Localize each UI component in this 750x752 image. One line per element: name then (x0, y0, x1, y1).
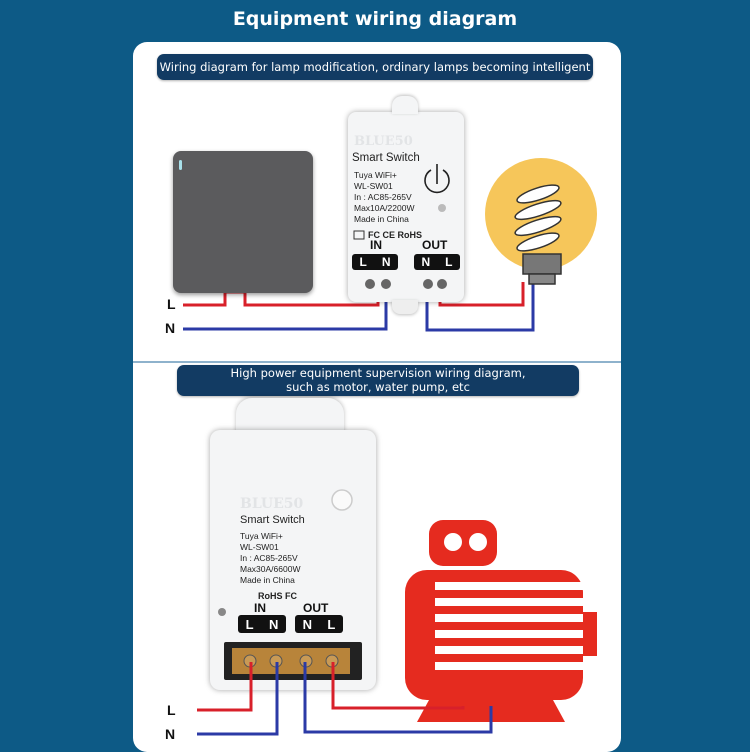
page-title: Equipment wiring diagram (232, 8, 518, 30)
out-terminal-l: L (445, 255, 453, 269)
large-device-name: Smart Switch (240, 514, 305, 526)
wire-label-n: N (165, 320, 176, 336)
large-device-graphics (218, 489, 353, 616)
large-device-model: WL-SW01 (240, 542, 279, 552)
light-bulb (485, 158, 597, 285)
large-in-terminal-block: L N (238, 615, 286, 633)
section2-caption-line2: such as motor, water pump, etc (286, 380, 470, 394)
switch-indicator-light (179, 160, 182, 170)
mount-tab-top (392, 96, 418, 114)
terminal-screws (365, 279, 447, 289)
large-device-input: In : AC85-265V (240, 553, 298, 563)
large-device-line1: Tuya WiFi+ (240, 531, 283, 541)
large-wire-label-l: L (167, 702, 176, 718)
section1-caption: Wiring diagram for lamp modification, or… (157, 54, 593, 80)
large-in-terminal-l: L (245, 616, 254, 632)
motor (405, 520, 597, 722)
large-in-label: IN (254, 601, 266, 615)
large-device-brand: BLUE50 (240, 496, 304, 512)
device-input: In : AC85-265V (354, 192, 412, 202)
large-wire-label-n: N (165, 726, 176, 742)
device-line1: Tuya WiFi+ (354, 170, 397, 180)
smart-switch-small: BLUE50 Smart Switch Tuya WiFi+ WL-SW01 I… (348, 96, 464, 314)
section2-caption: High power equipment supervision wiring … (177, 365, 579, 396)
out-label: OUT (422, 238, 448, 252)
large-device-certs: RoHS FC (258, 591, 297, 601)
mount-tab-bottom (392, 300, 418, 314)
section2-wires (197, 662, 493, 736)
device-certs: FC CE RoHS (368, 230, 422, 240)
in-terminal-l: L (359, 255, 367, 269)
large-out-terminal-n: N (302, 616, 313, 632)
device-name: Smart Switch (352, 152, 420, 164)
wall-switch (173, 151, 313, 293)
large-out-terminal-l: L (327, 616, 336, 632)
in-terminal-n: N (381, 255, 391, 269)
large-in-terminal-n: N (268, 616, 279, 632)
large-out-label: OUT (303, 601, 329, 615)
device-origin: Made in China (354, 214, 409, 224)
diagram-card: Wiring diagram for lamp modification, or… (133, 42, 621, 752)
large-terminal-strip (224, 642, 362, 680)
device-graphics (353, 164, 450, 240)
device-max: Max10A/2200W (354, 203, 415, 213)
in-terminal-block: L N (352, 254, 398, 270)
large-device-max: Max30A/6600W (240, 564, 301, 574)
large-device-origin: Made in China (240, 575, 295, 585)
large-out-terminal-block: N L (295, 615, 343, 633)
out-terminal-block: N L (414, 254, 460, 270)
device-model: WL-SW01 (354, 181, 393, 191)
out-terminal-n: N (421, 255, 431, 269)
section-divider (133, 361, 621, 363)
smart-switch-large: BLUE50 Smart Switch Tuya WiFi+ WL-SW01 I… (210, 430, 376, 690)
device-brand: BLUE50 (354, 134, 413, 149)
wire-label-l: L (167, 296, 176, 312)
in-label: IN (370, 238, 382, 252)
section2-caption-line1: High power equipment supervision wiring … (230, 366, 526, 380)
